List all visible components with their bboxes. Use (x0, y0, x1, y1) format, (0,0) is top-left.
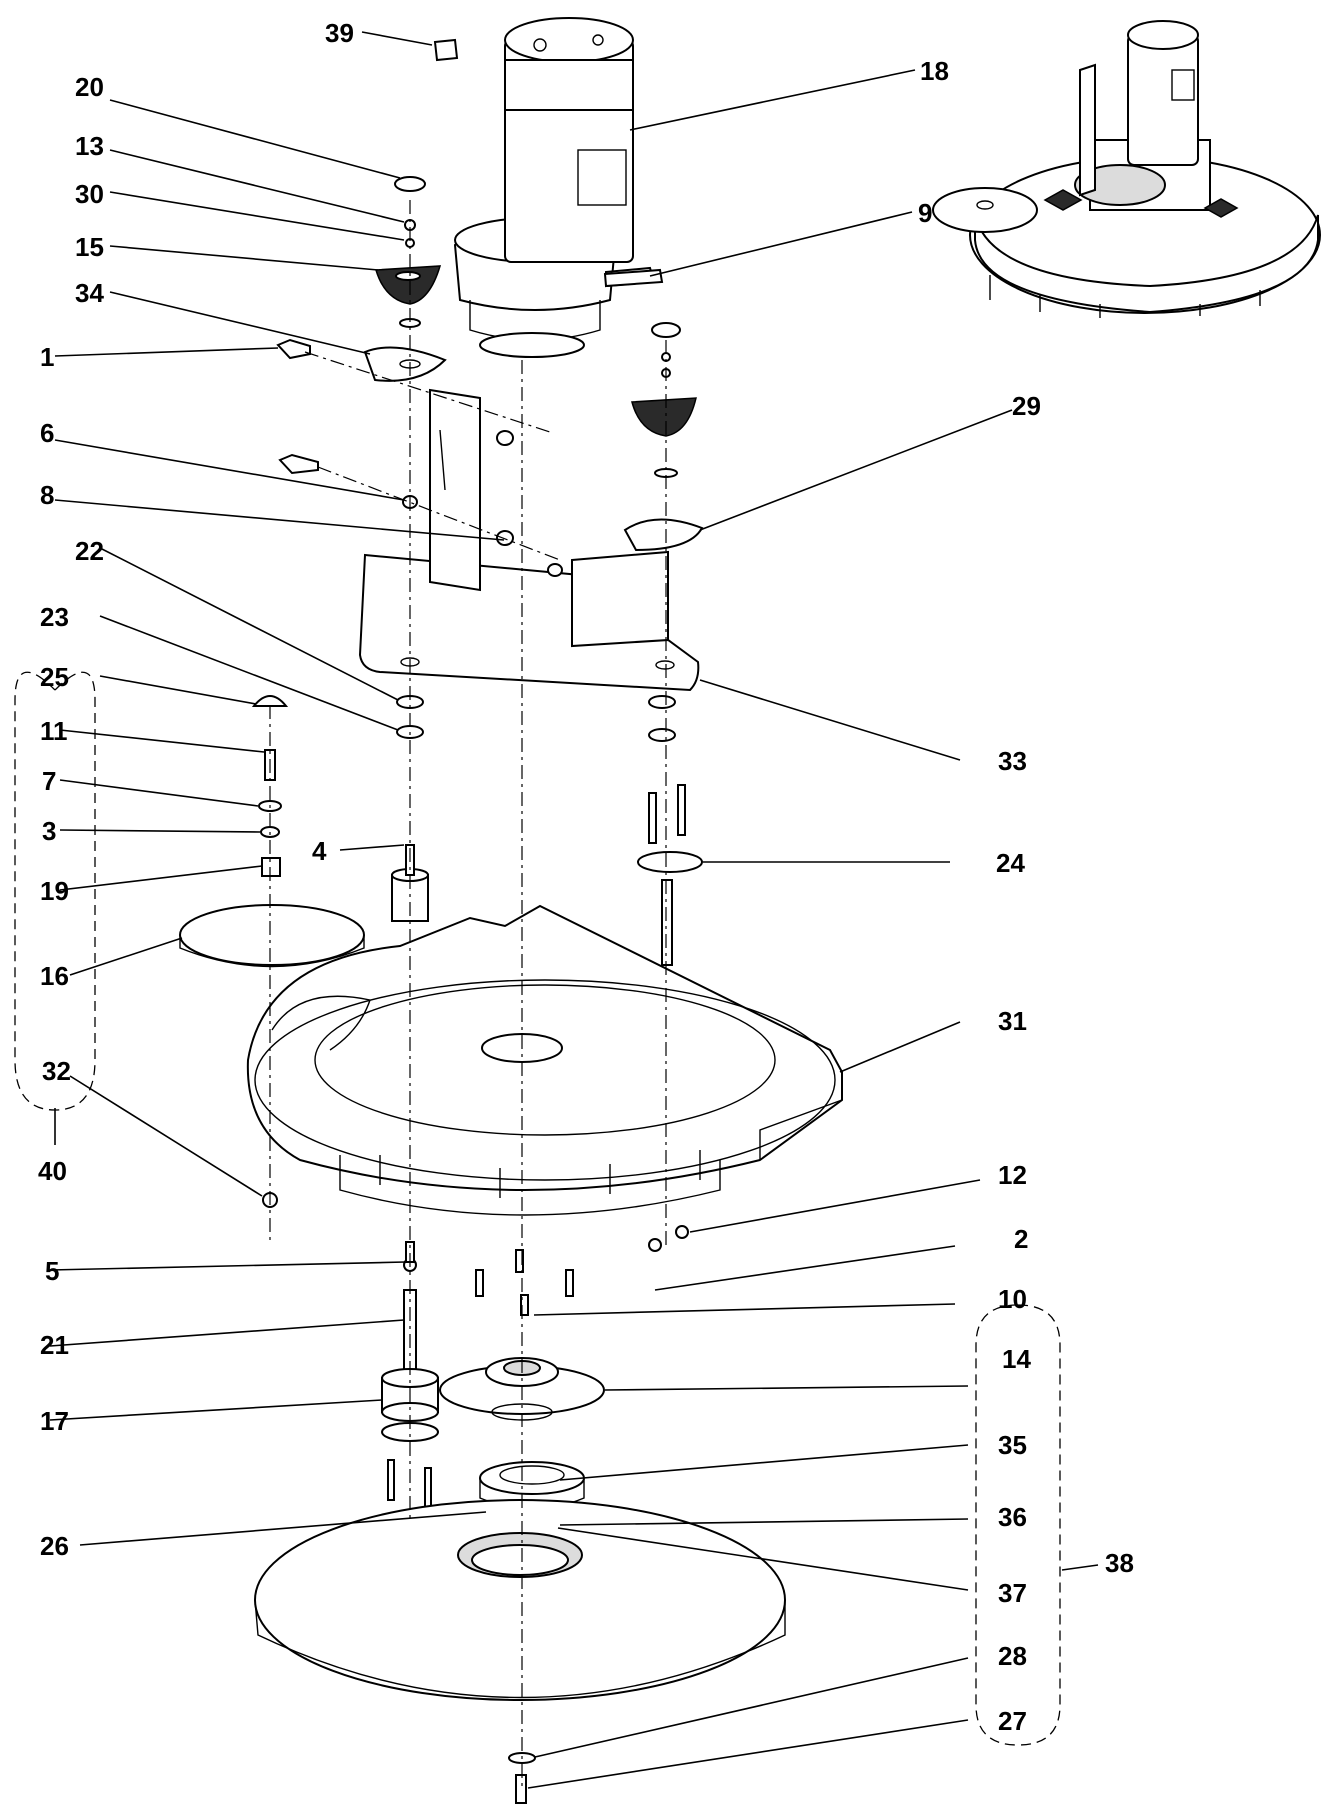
callout-18: 18 (920, 56, 949, 86)
callout-4: 4 (312, 836, 327, 866)
callout-33: 33 (998, 746, 1027, 776)
mounting-bracket (358, 388, 700, 692)
part-35-hub (479, 1461, 585, 1495)
callout-16: 16 (40, 961, 69, 991)
callout-38: 38 (1105, 1548, 1134, 1578)
callout-6: 6 (40, 418, 54, 448)
pad-driver-disk (254, 1499, 786, 1701)
callout-2: 2 (1014, 1224, 1028, 1254)
part-25-cap (251, 695, 289, 707)
callout-12: 12 (998, 1160, 1027, 1190)
callout-28: 28 (998, 1641, 1027, 1671)
part-15-cam (375, 265, 442, 305)
callout-40: 40 (38, 1156, 67, 1186)
callout-8: 8 (40, 480, 54, 510)
callout-3: 3 (42, 816, 56, 846)
callout-22: 22 (75, 536, 104, 566)
leader-lines (49, 31, 1099, 1789)
callout-1: 1 (40, 342, 54, 372)
callout-5: 5 (45, 1256, 59, 1286)
part-24-plate (637, 851, 703, 873)
callout-14: 14 (1002, 1344, 1031, 1374)
callout-34: 34 (75, 278, 104, 308)
callout-36: 36 (998, 1502, 1027, 1532)
callout-21: 21 (40, 1330, 69, 1360)
callout-39: 39 (325, 18, 354, 48)
callout-9: 9 (918, 198, 932, 228)
callout-24: 24 (996, 848, 1025, 878)
part-39-tag (433, 38, 459, 62)
motor-assembly (453, 17, 656, 358)
callout-labels: 39 20 18 13 30 9 15 34 1 29 6 8 22 23 25… (38, 18, 1134, 1736)
callout-20: 20 (75, 72, 104, 102)
callout-29: 29 (1012, 391, 1041, 421)
callout-13: 13 (75, 131, 104, 161)
callout-15: 15 (75, 232, 104, 262)
callout-25: 25 (40, 662, 69, 692)
part-27-bolt (515, 1774, 527, 1804)
part-1-bolt (276, 338, 311, 360)
callout-30: 30 (75, 179, 104, 209)
part-20-cap (394, 176, 426, 192)
part-cam-right (631, 397, 697, 437)
callout-10: 10 (998, 1284, 1027, 1314)
callout-31: 31 (998, 1006, 1027, 1036)
callout-17: 17 (40, 1406, 69, 1436)
callout-37: 37 (998, 1578, 1027, 1608)
part-19-spacer (261, 857, 281, 877)
callout-26: 26 (40, 1531, 69, 1561)
part-16-pad (179, 904, 365, 966)
callout-7: 7 (42, 766, 56, 796)
part-cap-right (651, 322, 681, 338)
assembled-view-inset (932, 20, 1321, 318)
callout-32: 32 (42, 1056, 71, 1086)
callout-11: 11 (40, 716, 68, 746)
group-38-outline (975, 1304, 1061, 1746)
part-9-fitting (603, 268, 664, 288)
callout-19: 19 (40, 876, 69, 906)
callout-27: 27 (998, 1706, 1027, 1736)
callout-23: 23 (40, 602, 69, 632)
part-29-indicator-plate (623, 518, 704, 552)
part-21-shaft (403, 1289, 417, 1371)
callout-35: 35 (998, 1430, 1027, 1460)
